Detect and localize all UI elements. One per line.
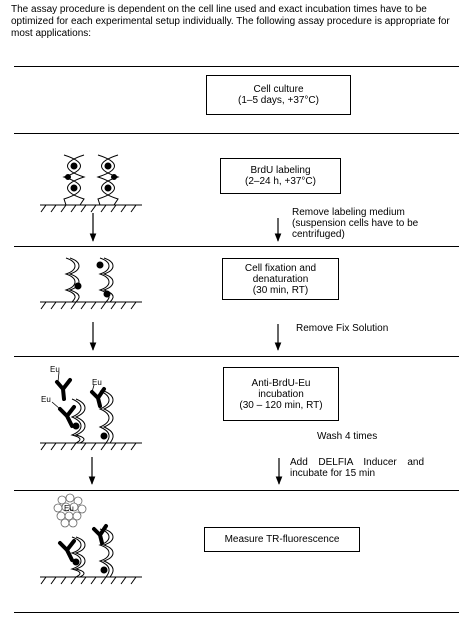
step-brdu-labeling: BrdU labeling (2–24 h, +37°C) <box>220 158 341 194</box>
antibody-bound-4 <box>92 524 108 545</box>
step-fixation-title: Cell fixation and <box>244 262 317 274</box>
eu-link-2 <box>51 401 61 410</box>
note-wash: Wash 4 times <box>317 431 378 442</box>
step-anti-brdu-title: Anti-BrdU-Eu <box>251 377 311 389</box>
ssdna-3 <box>70 398 86 444</box>
divider-4 <box>14 356 459 357</box>
antibody-bound-1 <box>58 405 76 428</box>
step-anti-brdu: Anti-BrdU-Eu incubation (30 – 120 min, R… <box>223 367 339 421</box>
divider-5 <box>14 490 459 491</box>
intro-text: The assay procedure is dependent on the … <box>11 4 450 39</box>
surface-2 <box>40 301 142 310</box>
step-cell-culture-title: Cell culture <box>253 84 304 95</box>
surface-3 <box>40 442 142 451</box>
ssdna-1 <box>64 257 82 303</box>
eu-link-3 <box>91 384 95 393</box>
step-fixation: Cell fixation and denaturation (30 min, … <box>222 258 339 300</box>
eu-label-1: Eu <box>50 365 60 374</box>
eu-link-1 <box>57 371 60 383</box>
note-remove-labeling-line3: centrifuged) <box>292 229 345 240</box>
divider-3 <box>14 246 459 247</box>
step-cell-culture: Cell culture (1–5 days, +37°C) <box>206 75 351 115</box>
divider-1 <box>14 66 459 67</box>
eu-label-2: Eu <box>41 395 51 404</box>
step-brdu-labeling-detail: (2–24 h, +37°C) <box>245 176 316 187</box>
dna-helix-1 <box>62 154 86 206</box>
ssdna-5 <box>70 536 86 578</box>
antibody-bound-3 <box>58 539 76 562</box>
dna-helix-2 <box>96 154 120 206</box>
surface-1 <box>40 204 142 213</box>
note-remove-labeling-line1: Remove labeling medium <box>292 207 405 218</box>
ssdna-6 <box>98 528 114 578</box>
surface-4 <box>40 576 142 585</box>
note-remove-labeling-line2: (suspension cells have to be <box>292 218 419 229</box>
step-measure: Measure TR-fluorescence <box>204 527 360 552</box>
eu-label-4: Eu <box>64 504 74 513</box>
eu-label-3: Eu <box>92 378 102 387</box>
step-fixation-title2: denaturation <box>252 273 309 285</box>
step-anti-brdu-title2: incubation <box>258 388 304 400</box>
note-remove-fix: Remove Fix Solution <box>296 323 389 334</box>
antibody-bound-2 <box>90 387 106 408</box>
divider-6 <box>14 612 459 613</box>
note-inducer: Add DELFIA Inducer and incubate for 15 m… <box>290 457 424 479</box>
ssdna-2 <box>96 257 114 303</box>
divider-2 <box>14 133 459 134</box>
step-cell-culture-detail: (1–5 days, +37°C) <box>238 95 319 106</box>
step-measure-title: Measure TR-fluorescence <box>224 534 340 545</box>
antibody-free <box>55 378 72 401</box>
note-remove-labeling: Remove labeling medium (suspension cells… <box>292 207 462 240</box>
step-anti-brdu-detail: (30 – 120 min, RT) <box>239 399 323 411</box>
eu-cluster <box>53 493 87 528</box>
step-fixation-detail: (30 min, RT) <box>252 284 309 296</box>
step-brdu-labeling-title: BrdU labeling <box>250 165 311 176</box>
ssdna-4 <box>98 390 114 444</box>
